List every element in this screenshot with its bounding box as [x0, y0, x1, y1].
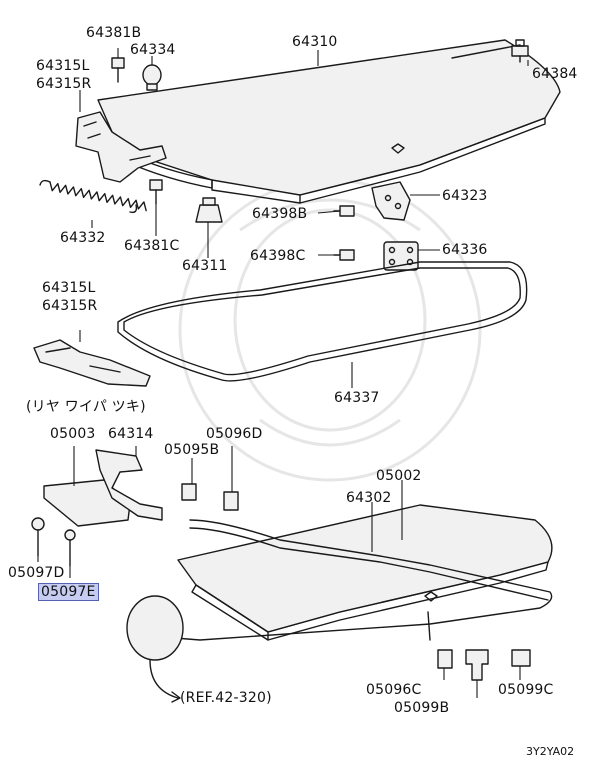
label-64315l-lower: 64315L — [42, 280, 96, 296]
label-64336: 64336 — [442, 242, 488, 258]
label-64384: 64384 — [532, 66, 578, 82]
screw-05097d — [31, 517, 45, 557]
label-64310: 64310 — [292, 34, 338, 50]
label-05096d: 05096D — [206, 426, 263, 442]
striker-64323 — [371, 181, 411, 221]
figure-code: 3Y2YA02 — [526, 745, 575, 758]
label-05099b: 05099B — [394, 700, 450, 716]
weatherstrip-64337 — [117, 261, 528, 382]
clip-05099c — [511, 649, 531, 667]
spring-64332 — [39, 179, 147, 214]
cables — [149, 519, 553, 641]
clip-05095b — [181, 483, 197, 501]
label-05002: 05002 — [376, 468, 422, 484]
clip-05096d — [223, 491, 239, 511]
label-05097e-highlighted[interactable]: 05097E — [38, 583, 99, 601]
label-64398c: 64398C — [250, 248, 306, 264]
hinge-lower — [33, 339, 151, 387]
clip-05096c — [437, 649, 453, 669]
bolt-64381b — [111, 57, 125, 83]
label-05096c: 05096C — [366, 682, 422, 698]
label-64337: 64337 — [334, 390, 380, 406]
label-64302: 64302 — [346, 490, 392, 506]
hinge-upper — [75, 111, 167, 183]
label-05099c: 05099C — [498, 682, 554, 698]
trunk-lid-lower — [177, 504, 553, 641]
label-64315r-upper: 64315R — [36, 76, 92, 92]
label-64315l-upper: 64315L — [36, 58, 90, 74]
label-rear-wiper-note: (リヤ ワイパ ツキ) — [26, 399, 146, 415]
clip-05099b — [465, 649, 489, 681]
bolt-64381c — [149, 179, 163, 205]
bumper-64311 — [195, 197, 223, 223]
latch-64314 — [95, 449, 163, 521]
label-64381b: 64381B — [86, 25, 142, 41]
trim-05003 — [43, 479, 131, 527]
label-ref-42-320: (REF.42-320) — [180, 690, 272, 706]
label-05097d: 05097D — [8, 565, 65, 581]
screw-05097e — [64, 529, 76, 567]
label-64315r-lower: 64315R — [42, 298, 98, 314]
label-05095b: 05095B — [164, 442, 220, 458]
label-64314: 64314 — [108, 426, 154, 442]
label-64323: 64323 — [442, 188, 488, 204]
trunk-lid-upper — [97, 39, 561, 204]
label-64334: 64334 — [130, 42, 176, 58]
label-05003: 05003 — [50, 426, 96, 442]
label-64311: 64311 — [182, 258, 228, 274]
label-64332: 64332 — [60, 230, 106, 246]
bolt-64384 — [511, 39, 529, 63]
bulb-64334 — [142, 64, 162, 91]
lock-64336 — [383, 241, 419, 271]
label-64398b: 64398B — [252, 206, 308, 222]
label-64381c: 64381C — [124, 238, 180, 254]
fuel-lid — [126, 595, 184, 703]
leader-lines — [37, 48, 529, 698]
